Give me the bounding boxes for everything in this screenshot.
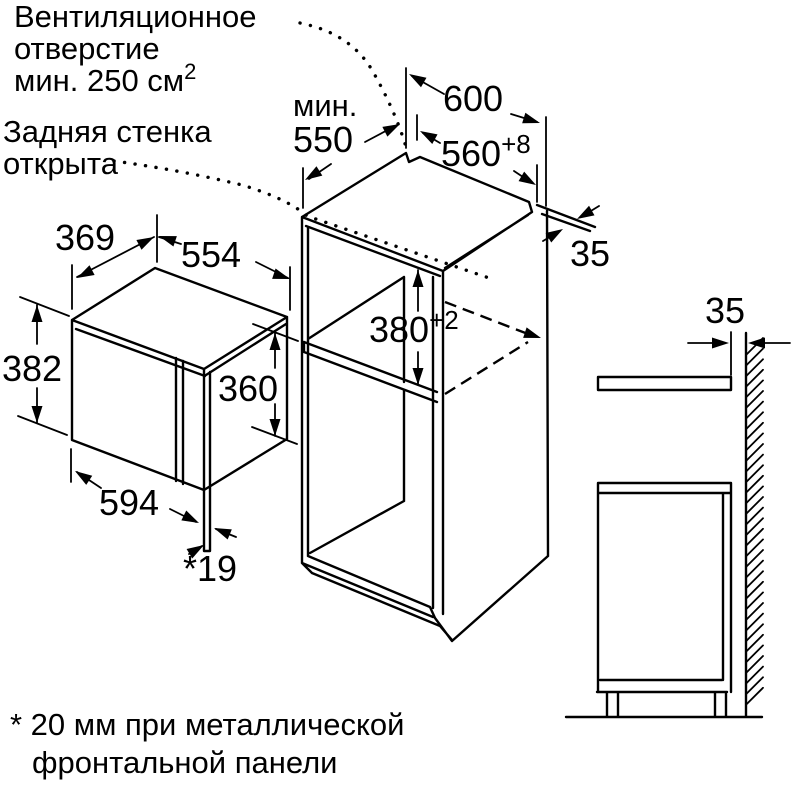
arrowhead (159, 236, 177, 247)
arrowhead (412, 270, 424, 287)
dim-cabinet-top-width: 600 (443, 78, 503, 119)
footnote-line1: * 20 мм при металлической (10, 707, 404, 742)
dim-cabinet-min-depth-label: мин. (293, 88, 357, 123)
microwave-drawing: 369 554 382 360 594 *19 (2, 214, 299, 589)
arrowhead (75, 471, 93, 485)
microwave-door (174, 356, 212, 553)
wall-hatch (745, 337, 764, 706)
arrowhead (136, 237, 154, 250)
microwave-body (70, 266, 289, 492)
cabinet-drawing: мин. 550 600 560+8 35 380+2 (293, 67, 610, 643)
arrowhead (77, 265, 95, 278)
dim-microwave-top-width: 554 (181, 234, 241, 275)
removable-back-panel-dashed (444, 300, 529, 396)
dim-cabinet-min-depth-value: 550 (293, 119, 353, 160)
arrowhead (272, 268, 290, 279)
vent-note-line1: Вентиляционное (14, 0, 256, 34)
arrowhead (518, 171, 536, 185)
back-wall-note: Задняя стенка открыта (3, 114, 212, 181)
niche-height-value: 380 (369, 309, 429, 350)
arrowhead (181, 510, 199, 523)
dim-microwave-door-protrusion: *19 (183, 548, 237, 589)
vent-leader-dotted (298, 21, 408, 149)
arrowhead (186, 545, 204, 559)
arrowhead (545, 229, 563, 243)
back-wall-note-line2: открыта (3, 146, 119, 181)
niche-width-tolerance: +8 (501, 129, 531, 159)
footnote: * 20 мм при металлической фронтальной па… (10, 707, 404, 780)
back-wall-note-line1: Задняя стенка (3, 114, 212, 149)
vent-note-line3: мин. 250 см2 (14, 59, 196, 98)
niche-height-tolerance: +2 (429, 305, 459, 335)
side-view-dimension-lines (687, 331, 791, 376)
arrowhead (577, 205, 595, 219)
arrowhead (269, 419, 281, 436)
dim-microwave-depth: 369 (55, 217, 115, 258)
vent-note: Вентиляционное отверстие мин. 250 см2 (14, 0, 256, 98)
dim-microwave-height: 382 (2, 348, 62, 389)
arrowhead (523, 327, 541, 338)
arrowhead (412, 368, 424, 385)
arrowhead (382, 124, 400, 137)
side-view-drawing: 35 (564, 290, 791, 719)
arrowhead (31, 305, 43, 322)
vent-note-superscript: 2 (184, 59, 196, 84)
arrowhead (420, 131, 438, 145)
dim-niche-width: 560+8 (441, 129, 531, 174)
dim-wall-gap: 35 (705, 290, 745, 331)
arrowhead (409, 74, 427, 88)
arrowhead (305, 166, 323, 180)
vent-note-line3-main: мин. 250 см (14, 63, 184, 98)
niche-width-value: 560 (441, 133, 501, 174)
dim-niche-height: 380+2 (369, 305, 459, 350)
footnote-line2: фронтальной панели (32, 745, 338, 780)
arrowhead (31, 406, 43, 423)
arrowhead (269, 333, 281, 350)
arrowhead (214, 528, 232, 540)
dim-top-strip-thickness: 35 (570, 233, 610, 274)
cabinet-body (300, 151, 597, 643)
vent-note-line2: отверстие (14, 31, 160, 66)
dim-microwave-bottom-width: 594 (99, 482, 159, 523)
arrowhead (712, 337, 729, 349)
dim-microwave-door-height: 360 (218, 368, 278, 409)
side-view-cabinet (564, 331, 764, 719)
arrowhead (522, 112, 540, 124)
